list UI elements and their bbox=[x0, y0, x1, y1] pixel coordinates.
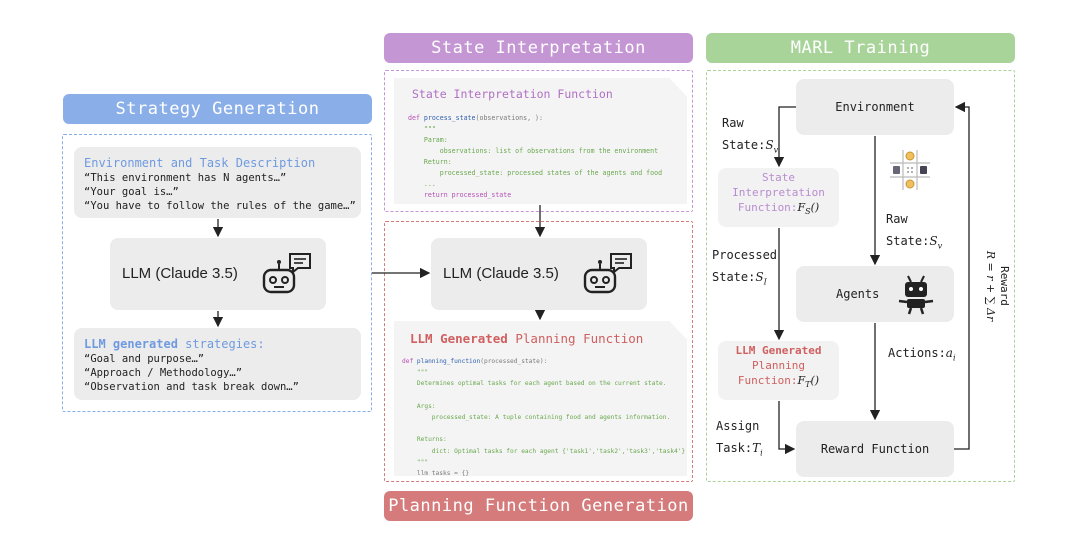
state-interpretation-function-box: State Interpretation Function:FS() bbox=[718, 168, 839, 227]
robot-chat-icon bbox=[262, 253, 311, 294]
strategy-generation-frame bbox=[62, 134, 372, 412]
reward-function-box: Reward Function bbox=[796, 421, 954, 477]
planning-function-title: LLM Generated Planning Function bbox=[410, 331, 644, 346]
marl-training-frame bbox=[706, 70, 1015, 482]
raw-state-label-1: Raw State:Sv bbox=[722, 116, 779, 155]
agents-box: Agents bbox=[796, 266, 954, 322]
state-code-block: def process_state(observations, ): """ P… bbox=[408, 114, 663, 199]
environment-box: Environment bbox=[796, 79, 954, 135]
marl-training-banner: MARL Training bbox=[706, 33, 1015, 63]
llm-box-planning: LLM (Claude 3.5) bbox=[431, 238, 647, 310]
environment-task-description-box: Environment and Task Description “This e… bbox=[74, 147, 361, 218]
raw-state-label-2: Raw State:Sv bbox=[886, 212, 943, 251]
strategy-line: “Observation and task break down…” bbox=[84, 381, 299, 393]
planning-function-card: LLM Generated Planning Function def plan… bbox=[394, 321, 687, 476]
strategy-line: “Approach / Methodology…” bbox=[84, 367, 243, 379]
state-interpretation-banner: State Interpretation bbox=[384, 33, 693, 63]
strategy-line: “Goal and purpose…” bbox=[84, 353, 205, 365]
assign-task-label: Assign Task:Ti bbox=[716, 419, 763, 458]
llm-label: LLM (Claude 3.5) bbox=[443, 265, 559, 282]
game-board-icon bbox=[890, 150, 930, 190]
planning-function-frame bbox=[384, 221, 693, 482]
env-line: “Your goal is…” bbox=[84, 186, 179, 198]
robot-chat-icon bbox=[583, 253, 632, 294]
state-interpretation-function-card: State Interpretation Function def proces… bbox=[394, 78, 687, 204]
strategy-generation-banner: Strategy Generation bbox=[63, 94, 372, 124]
planning-function-generation-banner: Planning Function Generation bbox=[384, 491, 693, 521]
environment-task-description-title: Environment and Task Description bbox=[84, 156, 316, 170]
env-line: “This environment has N agents…” bbox=[84, 172, 287, 184]
planning-code-block: def planning_function(processed_state): … bbox=[402, 358, 686, 478]
state-interpretation-frame bbox=[384, 70, 693, 212]
state-interpretation-function-title: State Interpretation Function bbox=[412, 87, 613, 101]
llm-generated-strategies-box: LLM generated strategies: “Goal and purp… bbox=[74, 328, 361, 400]
planning-function-box: LLM Generated Planning Function:FT() bbox=[718, 341, 839, 400]
robot-agent-icon bbox=[898, 275, 934, 315]
llm-label: LLM (Claude 3.5) bbox=[122, 265, 238, 282]
actions-label: Actions:ai bbox=[888, 346, 956, 363]
env-line: “You have to follow the rules of the gam… bbox=[84, 200, 356, 212]
llm-box-strategy: LLM (Claude 3.5) bbox=[110, 238, 326, 310]
llm-generated-strategies-title: LLM generated strategies: bbox=[84, 337, 265, 351]
processed-state-label: Processed State:SI bbox=[712, 248, 778, 287]
